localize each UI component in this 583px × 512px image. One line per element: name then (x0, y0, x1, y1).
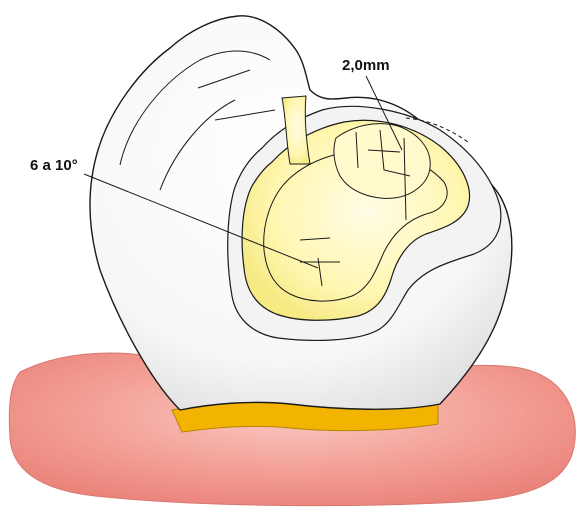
depth-label: 2,0mm (342, 57, 390, 74)
angle-label: 6 a 10° (30, 157, 78, 174)
